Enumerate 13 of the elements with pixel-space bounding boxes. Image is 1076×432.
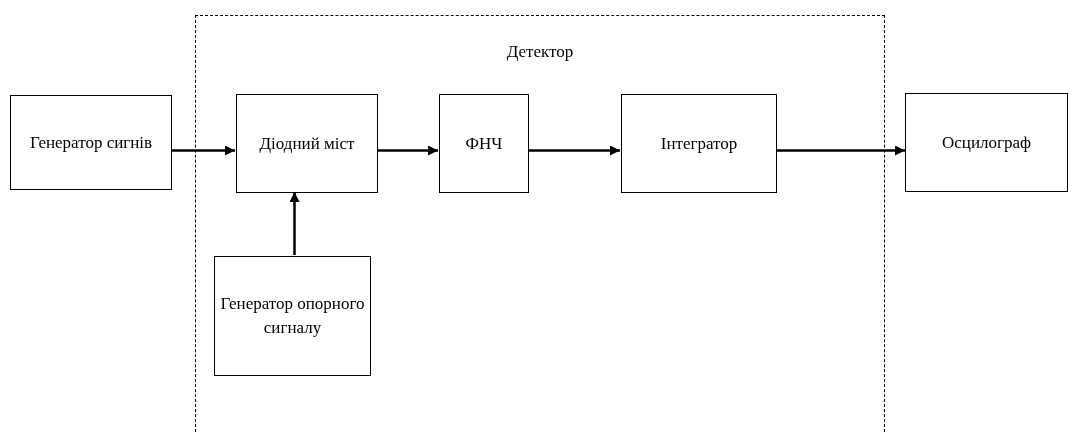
process-box: Осцилограф [905, 93, 1068, 192]
arrow [377, 145, 438, 156]
process-box: Інтегратор [621, 94, 777, 193]
group-title: Детектор [505, 41, 575, 63]
process-box: Генератор опорного сигналу [214, 256, 371, 376]
process-box: Діодний міст [236, 94, 378, 193]
process-box: Генератор сигнів [10, 95, 172, 190]
arrow [528, 145, 620, 156]
arrow [289, 192, 300, 255]
arrow [776, 145, 905, 156]
process-box: ФНЧ [439, 94, 529, 193]
arrow [172, 145, 235, 156]
dashed-group-frame [195, 15, 885, 432]
